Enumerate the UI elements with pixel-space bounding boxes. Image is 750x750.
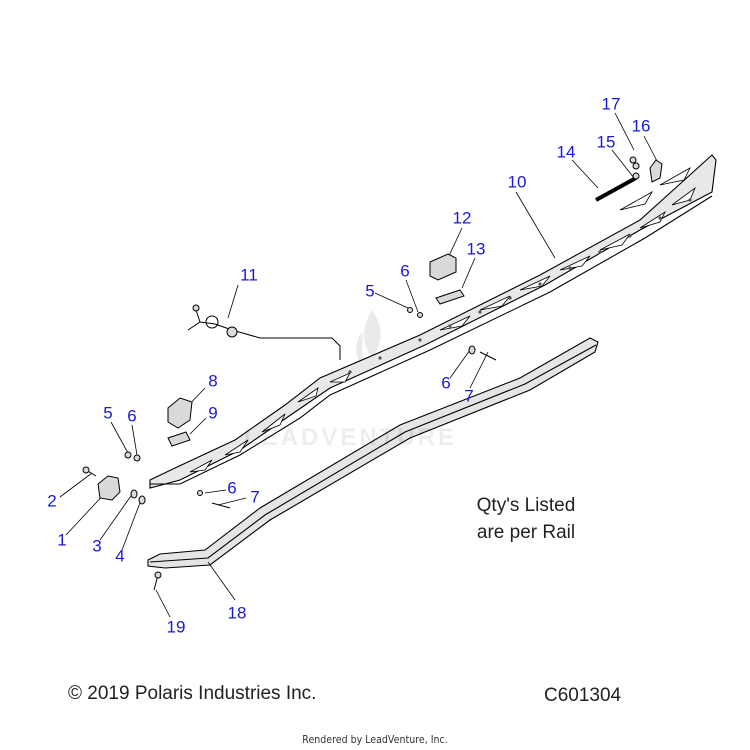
rendered-by-text: Rendered by LeadVenture, Inc. xyxy=(302,733,448,746)
callout-9[interactable]: 9 xyxy=(208,403,218,423)
callout-7[interactable]: 7 xyxy=(250,487,260,507)
callout-16[interactable]: 16 xyxy=(631,116,651,136)
callout-15[interactable]: 15 xyxy=(596,132,616,152)
diagram-code: C601304 xyxy=(544,685,622,706)
block-part xyxy=(429,253,457,281)
callout-6[interactable]: 6 xyxy=(127,406,137,426)
callout-11[interactable]: 11 xyxy=(240,265,258,285)
bumper-part xyxy=(167,397,193,429)
callout-18[interactable]: 18 xyxy=(227,603,247,623)
rail-holes xyxy=(348,198,692,374)
rail-body xyxy=(149,154,717,489)
callout-5[interactable]: 5 xyxy=(103,403,113,423)
callout-10[interactable]: 10 xyxy=(507,172,527,192)
callout-1[interactable]: 1 xyxy=(57,530,67,550)
callout-7[interactable]: 7 xyxy=(464,386,474,406)
callout-13[interactable]: 13 xyxy=(466,239,486,259)
threaded-rod-part xyxy=(595,176,637,202)
bracket-part xyxy=(649,159,663,183)
callout-14[interactable]: 14 xyxy=(556,142,576,162)
callout-6[interactable]: 6 xyxy=(227,478,237,498)
small-parts xyxy=(82,156,663,591)
quantity-note: Qty's Listed are per Rail xyxy=(446,492,606,546)
callout-12[interactable]: 12 xyxy=(452,208,472,228)
callout-19[interactable]: 19 xyxy=(166,617,186,637)
quantity-note-line2: are per Rail xyxy=(476,522,576,543)
rail-cutouts xyxy=(189,167,696,473)
watermark-flame-icon xyxy=(356,310,381,370)
spacer-part xyxy=(167,431,191,447)
slide-body xyxy=(147,337,599,569)
leader-lines xyxy=(59,112,659,618)
watermark-text: LEADVENTURE xyxy=(244,424,458,451)
callout-8[interactable]: 8 xyxy=(208,371,218,391)
callout-2[interactable]: 2 xyxy=(47,491,57,511)
callout-17[interactable]: 17 xyxy=(601,94,621,114)
spring-rod-part xyxy=(187,321,341,360)
quantity-note-line1: Qty's Listed xyxy=(476,495,576,516)
end-cap-part xyxy=(97,475,121,501)
spacer-part-13 xyxy=(435,289,465,305)
copyright-text: © 2019 Polaris Industries Inc. xyxy=(68,683,317,704)
callout-4[interactable]: 4 xyxy=(115,546,125,566)
callout-6[interactable]: 6 xyxy=(441,373,451,393)
callout-6[interactable]: 6 xyxy=(400,261,410,281)
callout-3[interactable]: 3 xyxy=(92,536,102,556)
callout-5[interactable]: 5 xyxy=(365,281,375,301)
